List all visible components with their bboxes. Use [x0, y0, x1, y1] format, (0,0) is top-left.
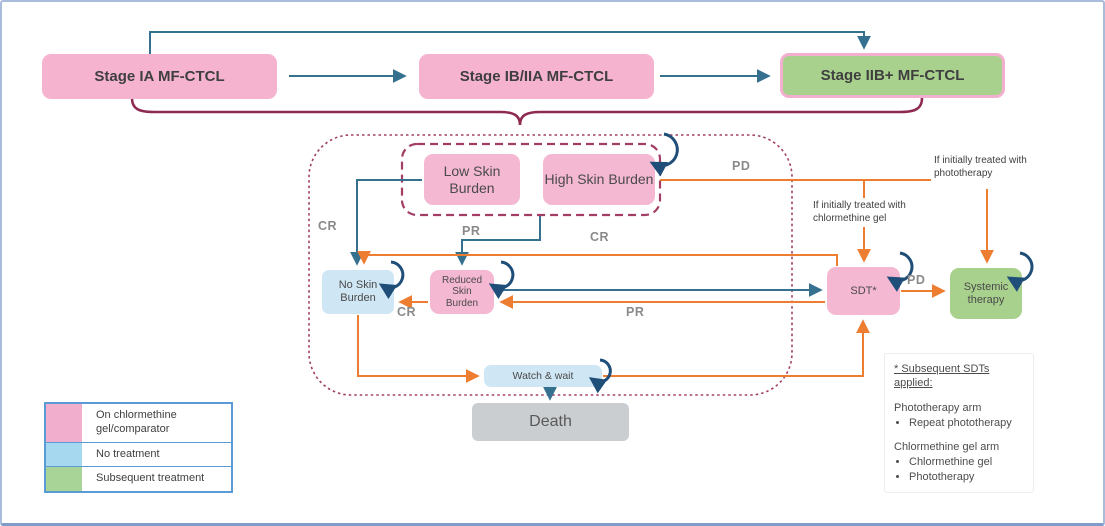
label-pr-sdt-to-reduced: PR	[626, 305, 645, 319]
footnote-heading-chlormethine: Chlormethine gel arm	[894, 441, 1000, 454]
stage-ib-iia-label: Stage IB/IIA MF-CTCL	[459, 67, 614, 85]
footnote-bullet: Phototherapy	[909, 470, 1024, 484]
systemic-therapy-node: Systemic therapy	[950, 268, 1022, 319]
legend: On chlormethine gel/comparator No treatm…	[44, 402, 233, 493]
label-pd-sdt-to-systemic: PD	[907, 273, 926, 287]
self-loop-skin-burden	[649, 132, 679, 177]
footnote-heading-phototherapy: Phototherapy arm	[894, 401, 982, 414]
footnote-title: * Subsequent SDTs applied:	[894, 363, 990, 390]
legend-swatch-green	[46, 467, 82, 491]
label-cr-reduced-to-no: CR	[397, 305, 417, 319]
low-skin-burden-node: Low Skin Burden	[424, 154, 520, 205]
label-cr-sdt-to-no: CR	[590, 230, 610, 244]
label-cr-low-to-no: CR	[318, 219, 338, 233]
stage-ia-box: Stage IA MF-CTCL	[42, 54, 277, 99]
edge-stage1-to-stage3-skip	[149, 31, 871, 54]
label-pd-high: PD	[732, 159, 751, 173]
legend-swatch-pink	[46, 404, 82, 442]
stage-iib-box: Stage IIB+ MF-CTCL	[780, 53, 1005, 98]
stage-ib-iia-box: Stage IB/IIA MF-CTCL	[419, 54, 654, 99]
legend-row: Subsequent treatment	[46, 466, 231, 491]
legend-row: On chlormethine gel/comparator	[46, 404, 231, 442]
no-skin-burden-node: No Skin Burden	[322, 270, 394, 314]
edge-watchwait-to-sdt	[603, 319, 870, 377]
death-node: Death	[472, 403, 629, 441]
high-skin-burden-node: High Skin Burden	[543, 154, 655, 205]
edge-noskin-to-watchwait	[357, 315, 480, 383]
footnote-list-phototherapy: Repeat phototherapy	[894, 416, 1024, 430]
label-pr-high-to-reduced: PR	[462, 224, 481, 238]
stage-ia-label: Stage IA MF-CTCL	[94, 67, 225, 85]
legend-label: On chlormethine gel/comparator	[96, 409, 177, 435]
brace	[130, 97, 924, 126]
footnote-bullet: Repeat phototherapy	[909, 416, 1024, 430]
reduced-skin-burden-node: Reduced Skin Burden	[430, 270, 494, 314]
sdt-footnote-panel: * Subsequent SDTs applied: Phototherapy …	[884, 353, 1034, 494]
footnote-bullet: Chlormethine gel	[909, 455, 1024, 469]
footnote-list-chlormethine: Chlormethine gel Phototherapy	[894, 455, 1024, 484]
sdt-node: SDT*	[827, 267, 900, 315]
self-loop-reduced-skin-burden	[488, 260, 515, 300]
edge-cr-lowskin-to-noskin	[350, 179, 422, 266]
stage-iib-label: Stage IIB+ MF-CTCL	[820, 66, 965, 84]
watch-and-wait-node: Watch & wait	[484, 365, 602, 387]
legend-label: Subsequent treatment	[96, 472, 205, 485]
legend-swatch-blue	[46, 442, 82, 467]
edge-cr-sdt-to-noskin	[357, 250, 838, 266]
condition-chlormethine-gel: If initially treated with chlormethine g…	[810, 198, 930, 226]
legend-label: No treatment	[96, 447, 160, 460]
legend-row: No treatment	[46, 441, 231, 467]
condition-phototherapy: If initially treated with phototherapy	[931, 153, 1039, 181]
